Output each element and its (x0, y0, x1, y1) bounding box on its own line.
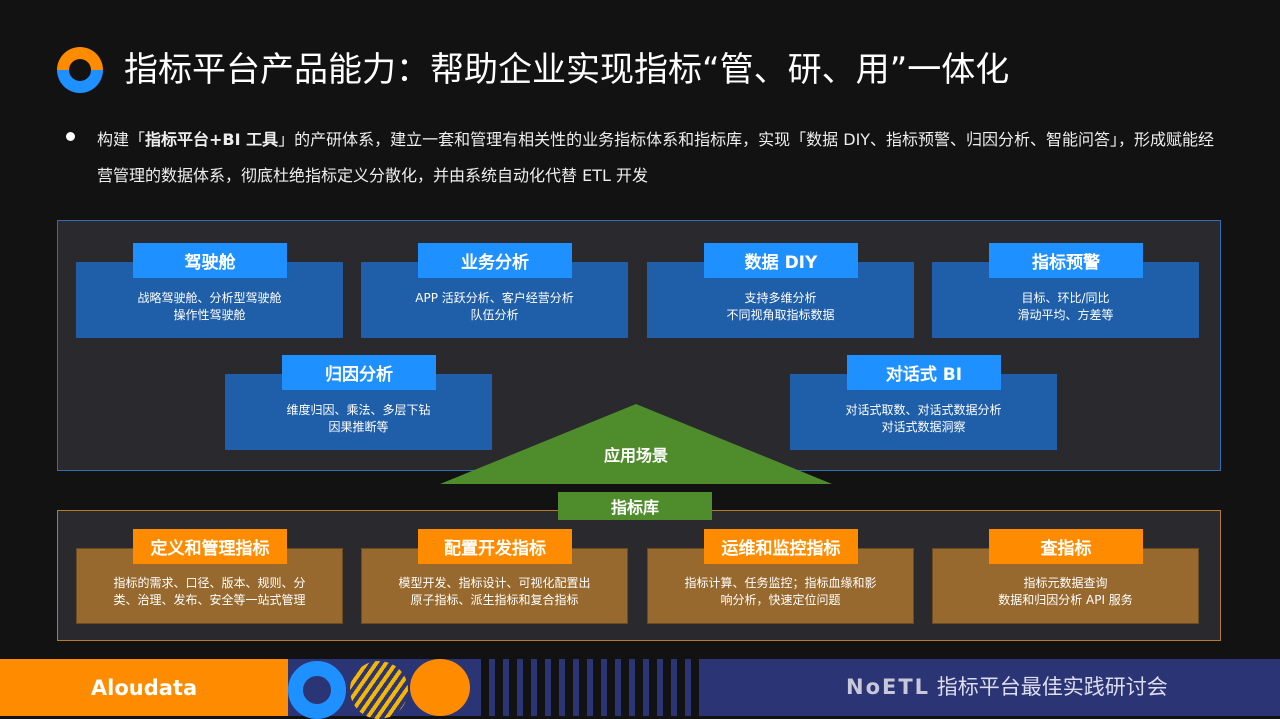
footer: Aloudata NoETL 指标平台最佳实践研讨会 (0, 659, 1280, 719)
event-text: 指标平台最佳实践研讨会 (936, 675, 1168, 699)
event-title: NoETL 指标平台最佳实践研讨会 (846, 673, 1168, 701)
brand-text: Aloudata (90, 675, 198, 700)
library-label: 指标库 (610, 498, 659, 517)
desc-text: 构建「 (97, 130, 146, 149)
app-card-title: 业务分析 (418, 243, 572, 278)
noetl-logo: NoETL (846, 675, 931, 699)
orange-circle-decoration (410, 659, 470, 716)
scene-label: 应用场景 (603, 446, 668, 465)
logo-icon (57, 47, 103, 93)
desc-text: 」的产研体系，建立一套和管理有相关性的业务指标体系和指标库，实现「数据 DIY、… (97, 130, 1215, 185)
app-card-title: 驾驶舱 (133, 243, 287, 278)
library-label-box: 指标库 (558, 492, 712, 520)
ring-decoration (288, 661, 346, 719)
library-card-title: 查指标 (989, 529, 1143, 564)
brand-logo: Aloudata (0, 659, 288, 716)
page-title: 指标平台产品能力：帮助企业实现指标“管、研、用”一体化 (124, 50, 1010, 90)
library-card-title: 运维和监控指标 (704, 529, 858, 564)
desc-bold: 指标平台+BI 工具 (145, 130, 279, 149)
library-card-title: 定义和管理指标 (133, 529, 287, 564)
app-card-title: 对话式 BI (847, 355, 1001, 390)
app-card-title: 指标预警 (989, 243, 1143, 278)
app-card-title: 数据 DIY (704, 243, 858, 278)
bullet-icon (66, 132, 75, 141)
app-card-title: 归因分析 (282, 355, 436, 390)
library-card: 指标元数据查询 数据和归因分析 API 服务 (932, 548, 1199, 624)
striped-circle-decoration (350, 661, 408, 719)
description: 构建「指标平台+BI 工具」的产研体系，建立一套和管理有相关性的业务指标体系和指… (97, 122, 1217, 194)
stripes-decoration (475, 659, 703, 716)
library-card-title: 配置开发指标 (418, 529, 572, 564)
